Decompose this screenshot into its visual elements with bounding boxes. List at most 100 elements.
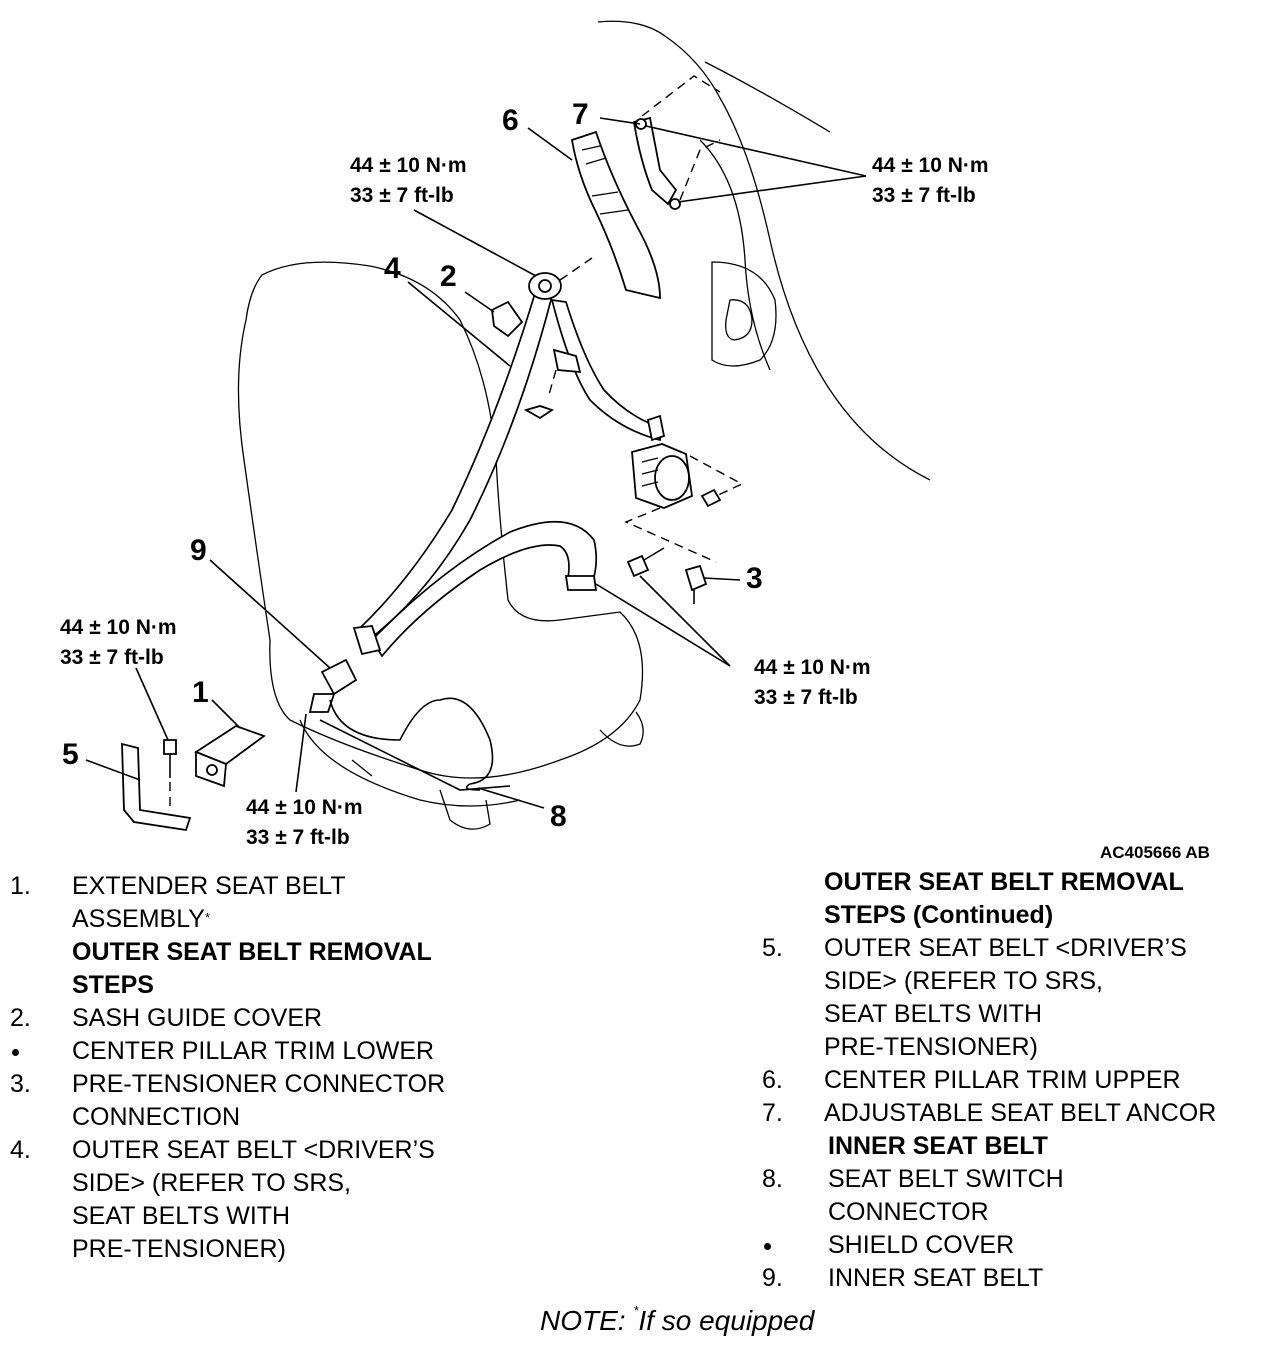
- legend-item: INNER SEAT BELT: [762, 1130, 1272, 1163]
- legend-item: CONNECTION: [10, 1101, 530, 1134]
- seat-belt-switch-harness: [319, 697, 511, 791]
- legend-item-number: [762, 899, 824, 932]
- legend-item-text: CONNECTOR: [828, 1198, 989, 1226]
- legend-item-number: [10, 1101, 72, 1134]
- legend-right: OUTER SEAT BELT REMOVAL STEPS (Continued)…: [762, 866, 1272, 1295]
- legend-item: PRE-TENSIONER): [10, 1233, 530, 1266]
- torque-spec-extender: 44 ± 10 N·m 33 ± 7 ft-lb: [60, 616, 177, 669]
- legend-item-number: [10, 1035, 72, 1068]
- legend-item-text: CENTER PILLAR TRIM LOWER: [72, 1037, 435, 1065]
- legend-item: 5. OUTER SEAT BELT <DRIVER’S: [762, 932, 1272, 965]
- legend-item-number: 1.: [10, 872, 31, 900]
- legend-item-number: 7.: [762, 1099, 783, 1127]
- torque-spec-retractor: 44 ± 10 N·m 33 ± 7 ft-lb: [754, 656, 871, 709]
- svg-text:44 ± 10 N·m: 44 ± 10 N·m: [246, 796, 363, 819]
- legend-item-text: PRE-TENSIONER): [824, 1033, 1038, 1061]
- seat-outline: [237, 261, 644, 830]
- callout-7: 7: [572, 98, 589, 131]
- legend-item: 8.SEAT BELT SWITCH: [762, 1163, 1272, 1196]
- legend-item: 1. EXTENDER SEAT BELT: [10, 870, 530, 903]
- svg-text:33 ± 7 ft-lb: 33 ± 7 ft-lb: [872, 184, 976, 207]
- legend-item: SEAT BELTS WITH: [762, 998, 1272, 1031]
- svg-text:33 ± 7 ft-lb: 33 ± 7 ft-lb: [754, 686, 858, 709]
- legend-item-number: [10, 969, 72, 1002]
- legend-item: 3. PRE-TENSIONER CONNECTOR: [10, 1068, 530, 1101]
- svg-text:44 ± 10 N·m: 44 ± 10 N·m: [754, 656, 871, 679]
- callout-6: 6: [502, 104, 519, 137]
- legend-item-text: SEAT BELT SWITCH: [828, 1165, 1064, 1193]
- legend-item-number: 5.: [762, 934, 783, 962]
- legend-item: CENTER PILLAR TRIM LOWER: [10, 1035, 530, 1068]
- bullet-icon: [12, 1048, 19, 1056]
- legend-item-number: [762, 866, 824, 899]
- legend-item-number: [762, 1130, 828, 1163]
- legend-item-text: ADJUSTABLE SEAT BELT ANCOR: [824, 1099, 1217, 1127]
- torque-spec-adjustable-anchor: 44 ± 10 N·m 33 ± 7 ft-lb: [872, 154, 989, 207]
- adjustable-seat-belt-anchor: [632, 75, 721, 210]
- callout-9: 9: [190, 534, 207, 567]
- upper-anchor-bolt: [528, 257, 593, 300]
- lower-anchor-bracket: [121, 739, 192, 832]
- legend-item: PRE-TENSIONER): [762, 1031, 1272, 1064]
- bullet-icon: [764, 1242, 771, 1250]
- legend-item: SHIELD COVER: [762, 1229, 1272, 1262]
- legend-item-number: 6.: [762, 1066, 783, 1094]
- legend-item-text: SIDE> (REFER TO SRS,: [824, 967, 1104, 995]
- torque-spec-upper-anchor: 44 ± 10 N·m 33 ± 7 ft-lb: [350, 154, 467, 207]
- callout-4: 4: [384, 252, 401, 285]
- legend-item-number: 9.: [762, 1264, 783, 1292]
- torque-spec-inner-belt: 44 ± 10 N·m 33 ± 7 ft-lb: [246, 796, 363, 849]
- legend-item-text: PRE-TENSIONER CONNECTOR: [72, 1070, 446, 1098]
- legend-item: CONNECTOR: [762, 1196, 1272, 1229]
- legend-item-number: 4.: [10, 1136, 31, 1164]
- legend-item: SEAT BELTS WITH: [10, 1200, 530, 1233]
- legend-item-text: SEAT BELTS WITH: [72, 1202, 291, 1230]
- legend-item-text: SASH GUIDE COVER: [72, 1004, 323, 1032]
- legend-item: SIDE> (REFER TO SRS,: [10, 1167, 530, 1200]
- legend-item-text: CENTER PILLAR TRIM UPPER: [824, 1066, 1181, 1094]
- legend-item: STEPS (Continued): [762, 899, 1272, 932]
- legend-item: ASSEMBLY*: [10, 903, 530, 936]
- legend-item-number: [10, 1200, 72, 1233]
- sash-guide-cover: [491, 300, 524, 338]
- legend-item-number: [762, 998, 824, 1031]
- reference-code: AC405666 AB: [1100, 843, 1210, 860]
- svg-text:44 ± 10 N·m: 44 ± 10 N·m: [872, 154, 989, 177]
- legend-item: 6. CENTER PILLAR TRIM UPPER: [762, 1064, 1272, 1097]
- pillar-clip: [523, 348, 582, 420]
- legend-left: 1. EXTENDER SEAT BELT ASSEMBLY*OUTER SEAT …: [10, 870, 530, 1266]
- legend-item: OUTER SEAT BELT REMOVAL: [762, 866, 1272, 899]
- legend-item: OUTER SEAT BELT REMOVAL: [10, 936, 530, 969]
- legend-item: 2. SASH GUIDE COVER: [10, 1002, 530, 1035]
- callout-3: 3: [746, 562, 763, 595]
- legend-item-text: INNER SEAT BELT: [828, 1132, 1048, 1160]
- legend-item-number: [762, 1229, 828, 1262]
- legend-item: 7. ADJUSTABLE SEAT BELT ANCOR: [762, 1097, 1272, 1130]
- legend-item-number: [10, 936, 72, 969]
- svg-text:33 ± 7 ft-lb: 33 ± 7 ft-lb: [246, 826, 350, 849]
- vehicle-body-outline: [597, 20, 931, 481]
- legend-item-number: 2.: [10, 1004, 31, 1032]
- legend-item-number: [762, 965, 824, 998]
- svg-text:33 ± 7 ft-lb: 33 ± 7 ft-lb: [60, 646, 164, 669]
- pretensioner-connector: [684, 564, 708, 604]
- legend-item-number: [10, 1233, 72, 1266]
- lower-belt-anchor: [564, 575, 598, 591]
- callout-5: 5: [62, 738, 79, 771]
- legend-item-number: 3.: [10, 1070, 31, 1098]
- callout-8: 8: [550, 800, 567, 833]
- legend-item-number: [762, 1031, 824, 1064]
- callout-1: 1: [192, 676, 209, 709]
- footnote: NOTE: *If so equipped: [540, 1303, 815, 1336]
- legend-item-text: EXTENDER SEAT BELT: [72, 872, 346, 900]
- legend-item-text: SHIELD COVER: [828, 1231, 1015, 1259]
- legend-item-text: SIDE> (REFER TO SRS,: [72, 1169, 352, 1197]
- legend-item-number: [762, 1196, 828, 1229]
- legend-item: 4.OUTER SEAT BELT <DRIVER’S: [10, 1134, 530, 1167]
- legend-item-text: OUTER SEAT BELT <DRIVER’S: [824, 934, 1187, 962]
- extender-seat-belt-buckle: [194, 725, 266, 788]
- legend-item-text: OUTER SEAT BELT REMOVAL: [824, 868, 1184, 896]
- callout-2: 2: [440, 260, 457, 293]
- legend-item-text: CONNECTION: [72, 1103, 241, 1131]
- svg-text:44 ± 10 N·m: 44 ± 10 N·m: [60, 616, 177, 639]
